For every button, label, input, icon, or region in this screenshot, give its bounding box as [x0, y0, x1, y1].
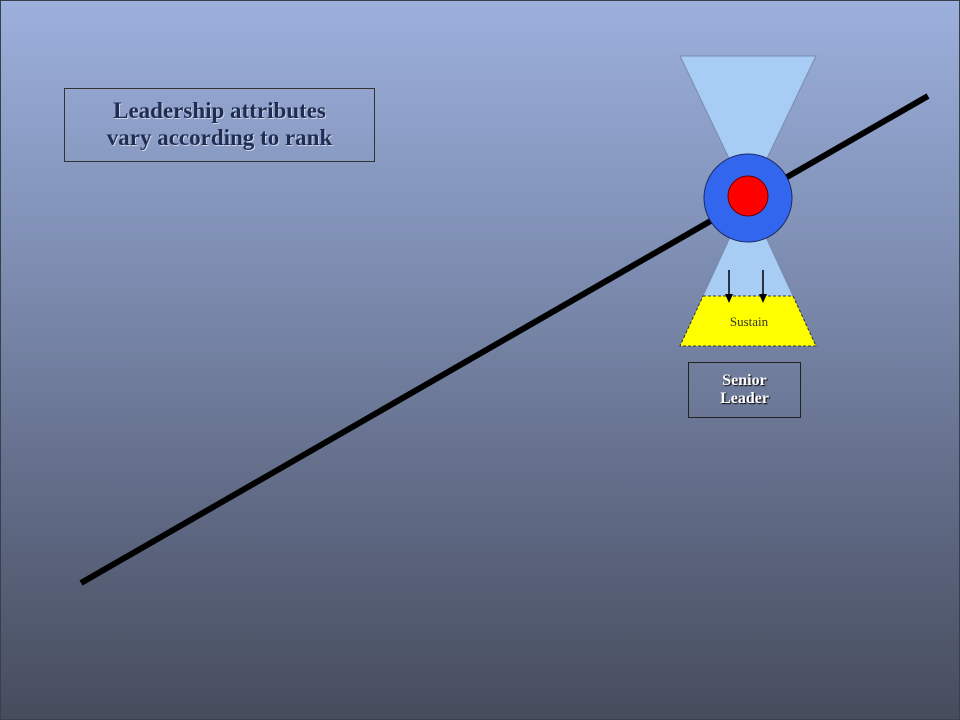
- sustain-label: Sustain: [730, 314, 769, 329]
- down-arrow-right: [759, 270, 767, 303]
- down-arrow-left: [725, 270, 733, 303]
- senior-leader-label: Senior Leader: [688, 362, 801, 418]
- title-line-2: vary according to rank: [106, 125, 333, 150]
- rank-label-line-1: Senior: [722, 372, 767, 389]
- upper-funnel: [679, 55, 817, 200]
- rank-label-line-2: Leader: [720, 390, 769, 407]
- title-line-1: Leadership attributes: [113, 98, 326, 123]
- title-box: Leadership attributes vary according to …: [64, 88, 375, 162]
- red-core: [727, 175, 769, 217]
